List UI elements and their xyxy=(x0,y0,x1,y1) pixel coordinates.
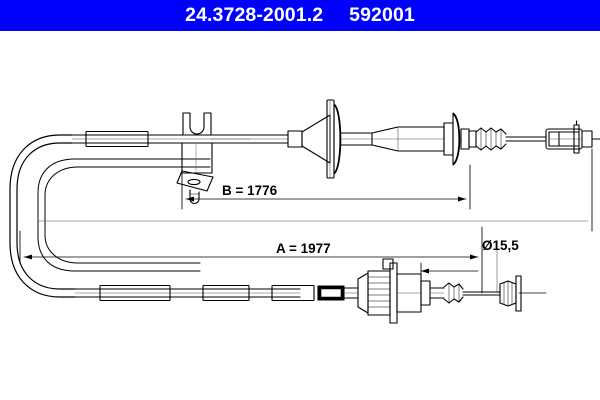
cable-sleeve-segment-lower-2 xyxy=(202,284,250,302)
barrel-nipple-end xyxy=(499,275,522,312)
inner-wire-upper xyxy=(505,136,547,142)
cable-sleeve-segment-upper-left xyxy=(85,130,149,148)
dimension-b-label: B = 1776 xyxy=(222,183,278,198)
cable-shaft-mid-upper xyxy=(340,132,373,146)
tapered-body-upper xyxy=(371,126,445,152)
cable-u-bend-inner xyxy=(37,158,211,272)
dimension-line-b xyxy=(181,164,471,210)
part-number: 24.3728-2001.2 xyxy=(185,3,324,26)
drawing-number: 592001 xyxy=(349,3,415,26)
rubber-bellows-boot-upper xyxy=(443,112,507,166)
diameter-leader-line xyxy=(496,240,547,294)
cable-u-bend-outer xyxy=(9,134,76,298)
upper-cable-run-right xyxy=(210,134,289,144)
threaded-adjuster-nut xyxy=(357,270,391,316)
technical-drawing: B = 1776 A = 1977 Ø15,5 xyxy=(0,31,600,400)
dimension-line-a xyxy=(19,226,483,294)
knurled-collar-lower xyxy=(317,285,345,301)
conical-grommet-flange xyxy=(301,99,342,179)
title-banner: 24.3728-2001.2 592001 xyxy=(0,0,600,31)
adjuster-bracket-plate xyxy=(382,258,431,324)
dimension-a-label: A = 1977 xyxy=(276,241,331,256)
ribbed-section-lower xyxy=(443,282,464,304)
dimension-line-a-upper xyxy=(37,148,593,232)
cable-sleeve-segment-lower-1 xyxy=(99,284,171,302)
clevis-fork-end xyxy=(545,120,600,154)
cable-assembly-svg: B = 1776 A = 1977 Ø15,5 xyxy=(9,99,600,324)
lower-cable-run xyxy=(74,288,301,298)
dimension-line-a-inner xyxy=(420,262,479,282)
inner-wire-lower xyxy=(462,291,501,296)
diameter-label: Ø15,5 xyxy=(482,238,519,253)
ferrule-upper xyxy=(287,130,303,148)
cable-sleeve-segment-lower-3 xyxy=(271,284,315,302)
cable-shaft-lower xyxy=(343,287,359,299)
cable-shaft-lower-right xyxy=(429,287,445,299)
